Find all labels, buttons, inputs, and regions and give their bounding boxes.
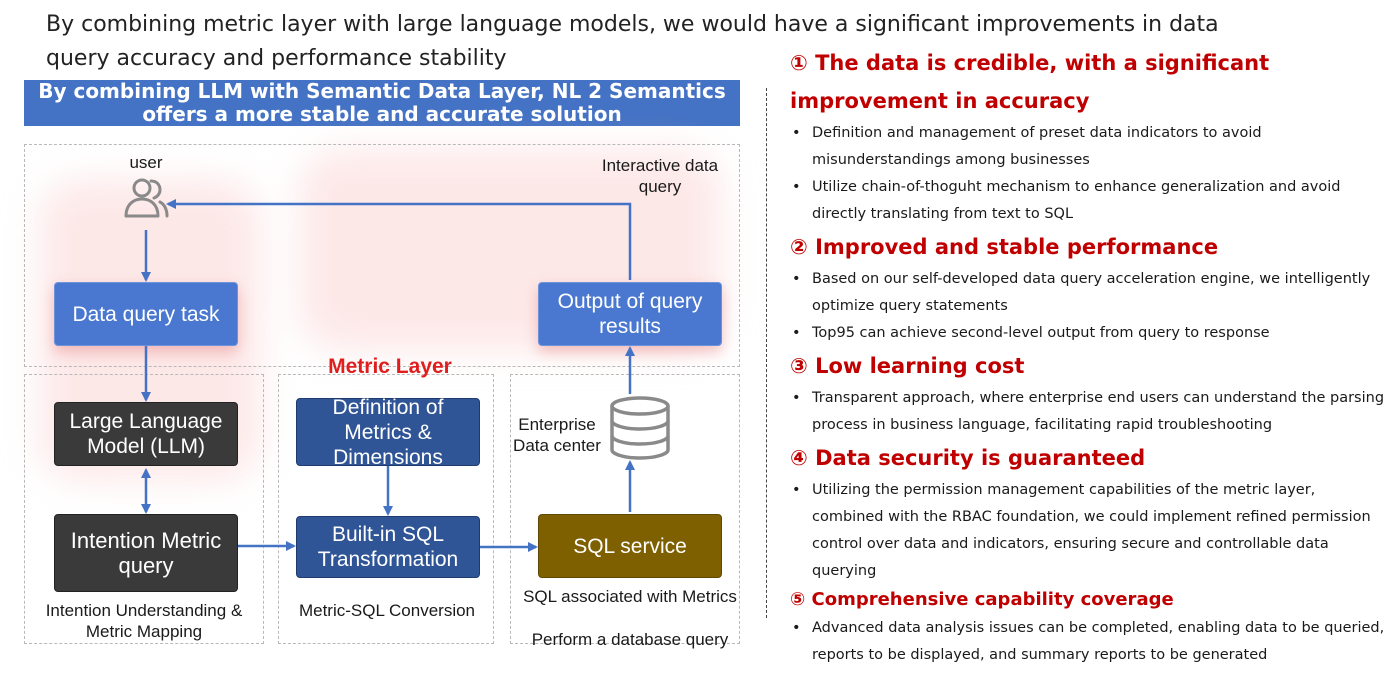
caption-intention-understanding: Intention Understanding & Metric Mapping	[45, 601, 243, 641]
user-label: user	[129, 153, 163, 172]
caption-database-query: Perform a database query	[531, 630, 729, 649]
headline: By combining metric layer with large lan…	[46, 12, 1219, 71]
database-icon	[610, 396, 670, 460]
benefits-panel: ① The data is credible, with a significa…	[790, 44, 1390, 669]
query-flow-frame	[24, 144, 740, 367]
llm-frame	[24, 374, 264, 644]
list-item: Transparent approach, where enterprise e…	[792, 385, 1390, 439]
caption-metric-sql: Metric-SQL Conversion	[298, 601, 476, 620]
data-query-task-box: Data query task	[54, 282, 238, 346]
database-frame	[510, 374, 740, 644]
section-2-list: Based on our self-developed data query a…	[790, 266, 1390, 347]
section-1-list: Definition and management of preset data…	[790, 120, 1390, 228]
section-4-list: Utilizing the permission management capa…	[790, 477, 1390, 585]
list-item: Top95 can achieve second-level output fr…	[792, 320, 1390, 347]
metric-layer-frame	[278, 374, 494, 644]
intention-metric-query-box: Intention Metric query	[54, 514, 238, 592]
section-1-title: ① The data is credible, with a significa…	[790, 51, 1270, 113]
section-3-list: Transparent approach, where enterprise e…	[790, 385, 1390, 439]
metric-layer-title: Metric Layer	[328, 355, 452, 378]
list-item: Definition and management of preset data…	[792, 120, 1390, 174]
output-query-results-box: Output of query results	[538, 282, 722, 346]
list-item: Based on our self-developed data query a…	[792, 266, 1390, 320]
section-5-list: Advanced data analysis issues can be com…	[790, 615, 1390, 669]
banner-line-2: offers a more stable and accurate soluti…	[142, 102, 622, 126]
builtin-sql-box: Built-in SQL Transformation	[296, 516, 480, 578]
sql-service-box: SQL service	[538, 514, 722, 578]
interactive-data-query-label: Interactive data query	[601, 156, 719, 196]
enterprise-data-center-label: Enterprise Data center	[513, 415, 601, 455]
section-3-title: ③ Low learning cost	[790, 354, 1025, 378]
list-item: Advanced data analysis issues can be com…	[792, 615, 1390, 669]
banner-line-1: By combining LLM with Semantic Data Laye…	[38, 79, 726, 103]
llm-box: Large Language Model (LLM)	[54, 402, 238, 466]
banner: By combining LLM with Semantic Data Laye…	[24, 80, 740, 126]
list-item: Utilizing the permission management capa…	[792, 477, 1390, 585]
divider	[766, 88, 767, 618]
user-icon	[124, 178, 169, 218]
caption-sql-metrics: SQL associated with Metrics	[523, 587, 737, 606]
section-5-title: ⑤ Comprehensive capability coverage	[790, 589, 1174, 610]
definition-metrics-box: Definition of Metrics & Dimensions	[296, 396, 480, 469]
list-item: Utilize chain-of-thoguht mechanism to en…	[792, 174, 1390, 228]
section-4-title: ④ Data security is guaranteed	[790, 446, 1146, 470]
section-2-title: ② Improved and stable performance	[790, 235, 1219, 259]
arrow-output-to-user	[166, 199, 632, 280]
flow-arrows	[141, 199, 635, 552]
